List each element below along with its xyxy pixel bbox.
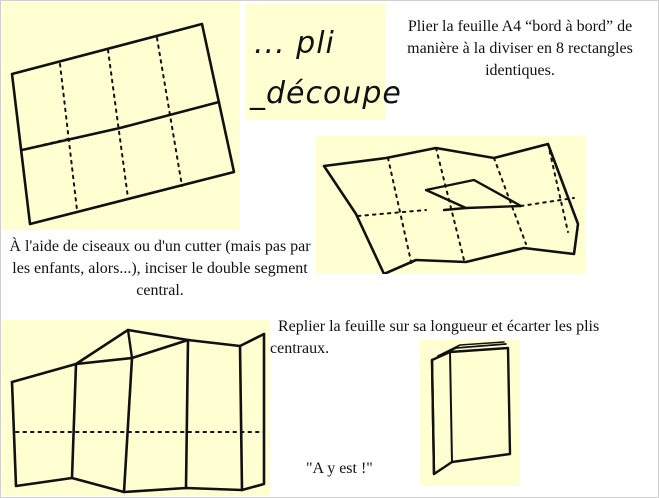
step1-instruction: Plier la feuille A4 “bord à bord” de man… bbox=[407, 18, 633, 79]
flat-sheet-drawing bbox=[10, 22, 236, 226]
step3-instruction: Replier la feuille sur sa longueur et éc… bbox=[270, 318, 600, 357]
booklet-panel bbox=[420, 340, 520, 486]
fold-legend-label: ... pli bbox=[254, 26, 335, 61]
cut-sheet-panel bbox=[316, 136, 586, 274]
cut-legend-label: _découpe bbox=[250, 76, 402, 111]
fold-legend: ... pli bbox=[254, 26, 335, 61]
accordion-drawing bbox=[10, 328, 266, 494]
booklet-drawing bbox=[430, 341, 512, 476]
step2-instruction: À l'aide de ciseaux ou d'un cutter (mais… bbox=[9, 238, 311, 299]
flat-sheet-panel bbox=[2, 2, 240, 230]
accordion-panel bbox=[2, 320, 270, 496]
legend-panel: ... pli _découpe bbox=[246, 4, 401, 120]
cut-legend: _découpe bbox=[250, 76, 402, 111]
step4-instruction: "A y est !" bbox=[306, 460, 373, 477]
cut-sheet-drawing bbox=[322, 142, 580, 274]
